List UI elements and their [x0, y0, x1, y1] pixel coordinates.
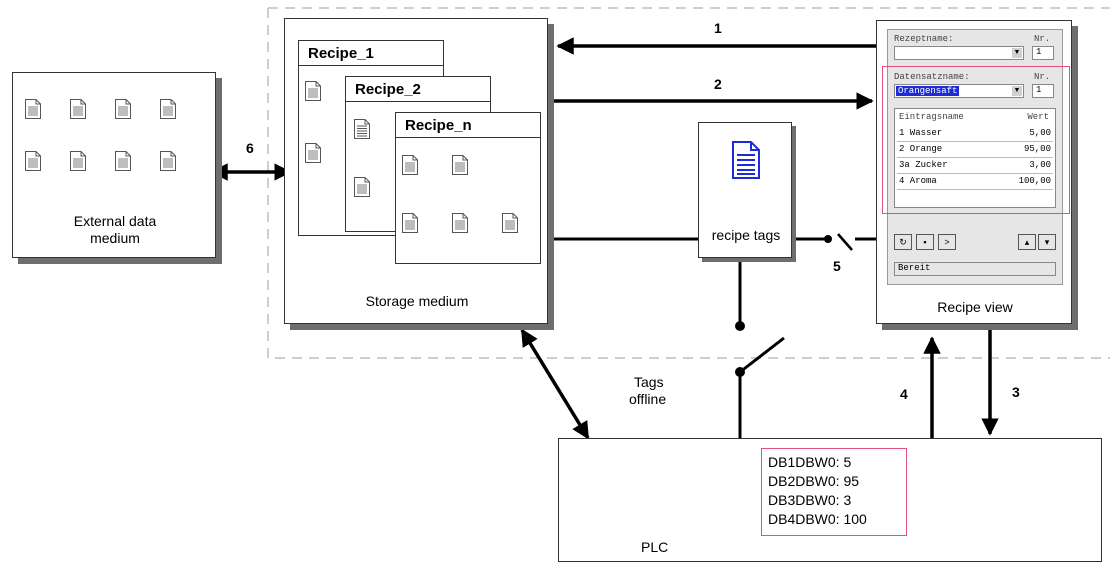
recipe-card-title: Recipe_n [396, 113, 540, 138]
document-icon [70, 151, 86, 171]
plc-value: DB4DBW0: 100 [768, 511, 867, 527]
record-highlight [882, 66, 1070, 214]
document-icon [25, 99, 41, 119]
plc-download-icon[interactable]: ▾ [1038, 234, 1056, 250]
record-name-label: Datensatzname: [894, 72, 970, 82]
plc-upload-icon[interactable]: ▴ [1018, 234, 1036, 250]
table-row[interactable]: 2 Orange 95,00 [897, 143, 1053, 158]
document-lines-icon [354, 119, 370, 139]
switch-5 [837, 233, 853, 251]
external-data-medium-box: External data medium [12, 72, 216, 258]
recipe-tags-box: recipe tags [698, 122, 792, 258]
document-icon [402, 213, 418, 233]
table-row[interactable]: 4 Aroma 100,00 [897, 175, 1053, 190]
arrow-label-2: 2 [714, 76, 722, 92]
arrow-label-5: 5 [833, 258, 841, 274]
recipe-card-title: Recipe_1 [299, 41, 443, 66]
recipe-view-panel: Rezeptname: Nr. ▼ 1 Datensatzname: Nr. O… [882, 29, 1070, 285]
document-icon [354, 177, 370, 197]
recipe-name-dropdown[interactable]: ▼ [894, 46, 1024, 60]
table-row[interactable]: 1 Wasser 5,00 [897, 127, 1053, 142]
row-name: 3a Zucker [899, 160, 948, 170]
plc-value: DB3DBW0: 3 [768, 492, 852, 508]
external-label-line1: External data [73, 213, 157, 229]
row-name: 1 Wasser [899, 128, 943, 138]
chevron-down-icon: ▼ [1012, 48, 1022, 58]
chevron-down-icon: ▼ [1012, 86, 1022, 96]
tags-offline-label-line1: Tags [634, 374, 664, 390]
row-name: 2 Orange [899, 144, 943, 154]
recipe-name-label: Rezeptname: [894, 34, 954, 44]
disk-icon[interactable]: ▪ [916, 234, 934, 250]
arrow-label-3: 3 [1012, 384, 1020, 400]
plc-value: DB1DBW0: 5 [768, 454, 852, 470]
table-header-value: Wert [1027, 112, 1049, 122]
arrow-label-4: 4 [900, 386, 908, 402]
plc-values-box: DB1DBW0: 5 DB2DBW0: 95 DB3DBW0: 3 DB4DBW… [761, 448, 907, 536]
row-value: 100,00 [1018, 176, 1051, 186]
recipe-view-label: Recipe view [937, 299, 1013, 315]
document-icon [502, 213, 518, 233]
document-icon [115, 151, 131, 171]
document-icon [160, 151, 176, 171]
record-name-dropdown[interactable]: Orangensaft ▼ [894, 84, 1024, 98]
document-icon [160, 99, 176, 119]
external-doc-grid [25, 99, 205, 189]
dashed-frame [267, 7, 1110, 359]
row-value: 95,00 [1023, 144, 1051, 154]
record-nr-label: Nr. [1034, 72, 1051, 82]
recipe-tags-label: recipe tags [711, 227, 781, 243]
document-icon [305, 81, 321, 101]
table-header-name: Eintragsname [899, 112, 964, 122]
row-value: 3,00 [1029, 160, 1051, 170]
row-name: 4 Aroma [899, 176, 937, 186]
record-nr-field[interactable]: 1 [1032, 84, 1054, 98]
document-icon [402, 155, 418, 175]
document-icon [25, 151, 41, 171]
document-icon [452, 213, 468, 233]
recipe-view-box: Rezeptname: Nr. ▼ 1 Datensatzname: Nr. O… [876, 20, 1072, 324]
entries-table: Eintragsname Wert 1 Wasser 5,00 2 Orange… [894, 108, 1056, 208]
recipe-card-n: Recipe_n [395, 112, 541, 264]
document-icon [305, 143, 321, 163]
table-row[interactable]: 3a Zucker 3,00 [897, 159, 1053, 174]
offline-switch [739, 336, 785, 374]
row-value: 5,00 [1029, 128, 1051, 138]
tags-offline-label-line2: offline [629, 391, 667, 407]
record-name-value: Orangensaft [896, 86, 960, 96]
recipe-nr-field[interactable]: 1 [1032, 46, 1054, 60]
blue-document-icon [732, 141, 760, 179]
arrow-label-6: 6 [246, 140, 254, 156]
external-label-line2: medium [90, 230, 140, 246]
plc-label: PLC [641, 539, 669, 555]
status-bar: Bereit [894, 262, 1056, 276]
recipe-card-title: Recipe_2 [346, 77, 490, 102]
document-icon [70, 99, 86, 119]
plc-value: DB2DBW0: 95 [768, 473, 860, 489]
storage-medium-label: Storage medium [365, 293, 469, 309]
arrow-right-icon[interactable]: > [938, 234, 956, 250]
plc-box: DB1DBW0: 5 DB2DBW0: 95 DB3DBW0: 3 DB4DBW… [558, 438, 1102, 562]
storage-plc-arrow [520, 328, 590, 440]
document-icon [115, 99, 131, 119]
save-icon[interactable]: ↻ [894, 234, 912, 250]
arrow-label-1: 1 [714, 20, 722, 36]
document-icon [452, 155, 468, 175]
recipe-nr-label: Nr. [1034, 34, 1051, 44]
